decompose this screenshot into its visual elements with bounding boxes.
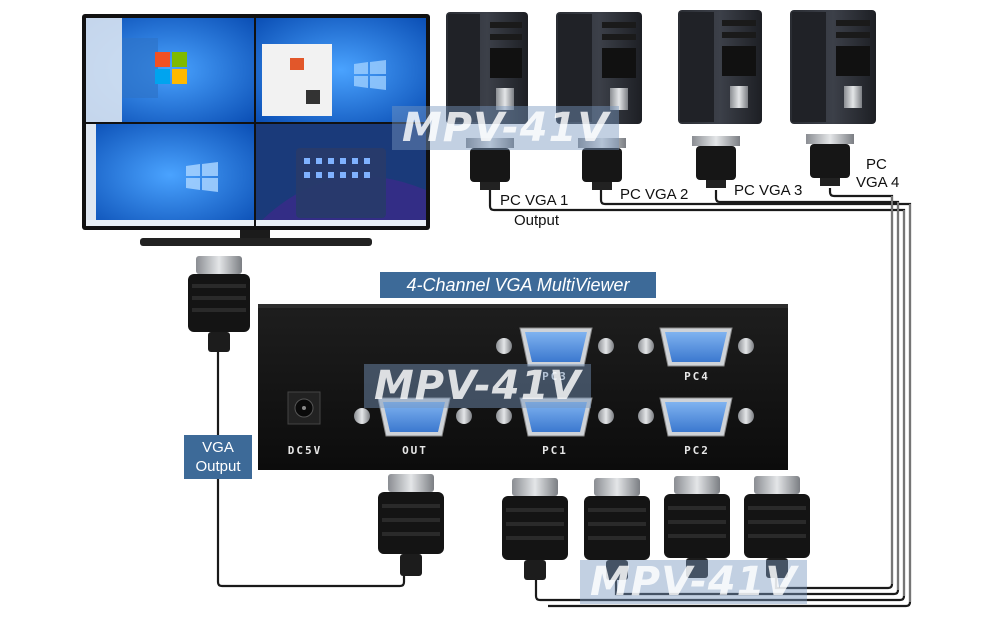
watermark-bottom: MPV-41V	[580, 560, 808, 604]
vga-plug-pc4	[806, 134, 854, 186]
multiviewer-device	[258, 304, 788, 470]
diagram-title: 4-Channel VGA MultiViewer	[380, 272, 656, 298]
port-label-dc: DC5V	[287, 444, 323, 457]
vga-plug-pc2	[578, 138, 626, 190]
vga-plug-pc4-bottom	[744, 476, 810, 578]
label-pc-vga-3: PC VGA 3	[734, 182, 803, 199]
port-label-pc3: PC3	[542, 370, 568, 383]
vga-plug-pc2-bottom	[584, 478, 650, 580]
vga-plug-pc3	[692, 136, 740, 188]
vga-plug-pc3-bottom	[664, 476, 730, 578]
windows-logo-icon	[155, 52, 187, 84]
pc-tower-2	[556, 12, 642, 124]
port-label-pc2: PC2	[684, 444, 710, 457]
screen-quad-3	[86, 124, 254, 226]
monitor	[82, 14, 430, 246]
label-pc-vga-4-line2: VGA 4	[856, 174, 900, 191]
watermark-middle: MPV-41V	[364, 364, 592, 408]
pc-tower-4	[790, 10, 876, 124]
vga-plug-monitor	[188, 256, 250, 352]
port-out	[354, 397, 472, 437]
vga-output-label: VGA Output	[184, 435, 252, 479]
port-label-out: OUT	[402, 444, 428, 457]
vga-plug-pc1	[466, 138, 514, 190]
label-pc-vga-2: PC VGA 2	[620, 186, 689, 203]
vga-plug-out-bottom	[378, 474, 444, 576]
label-pc-vga-1: PC VGA 1	[500, 192, 569, 209]
pc-tower-1	[446, 12, 528, 124]
watermark-top: MPV-41V	[392, 106, 620, 150]
label-output: Output	[514, 212, 560, 229]
pc-tower-3	[678, 10, 762, 124]
vga-plug-pc1-bottom	[502, 478, 568, 580]
port-label-pc1: PC1	[542, 444, 568, 457]
port-pc4	[638, 327, 754, 367]
port-pc1	[496, 397, 614, 437]
port-pc3	[496, 327, 614, 367]
port-label-pc4: PC4	[684, 370, 710, 383]
port-pc2	[638, 397, 754, 437]
label-pc-vga-4-line1: PC	[866, 156, 887, 173]
